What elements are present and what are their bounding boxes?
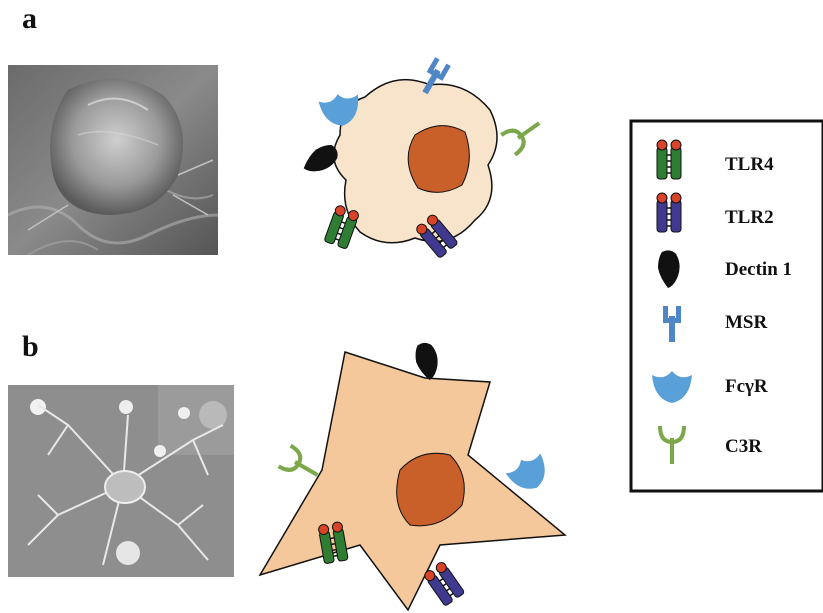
legend-label-c3r: C3R bbox=[725, 436, 762, 457]
legend-label-msr: MSR bbox=[725, 312, 768, 333]
tlr4-receptor-a bbox=[324, 204, 360, 249]
legend-label-tlr4: TLR4 bbox=[725, 154, 774, 175]
c3r-receptor-a bbox=[501, 113, 546, 154]
legend-label-fcgr: FcγR bbox=[725, 376, 768, 397]
legend-label-dectin1: Dectin 1 bbox=[725, 259, 792, 280]
legend: TLR4 TLR2 Dectin 1 MSR FcγR C3R bbox=[631, 121, 823, 491]
cell-a bbox=[334, 80, 497, 243]
legend-label-tlr2: TLR2 bbox=[725, 207, 774, 228]
